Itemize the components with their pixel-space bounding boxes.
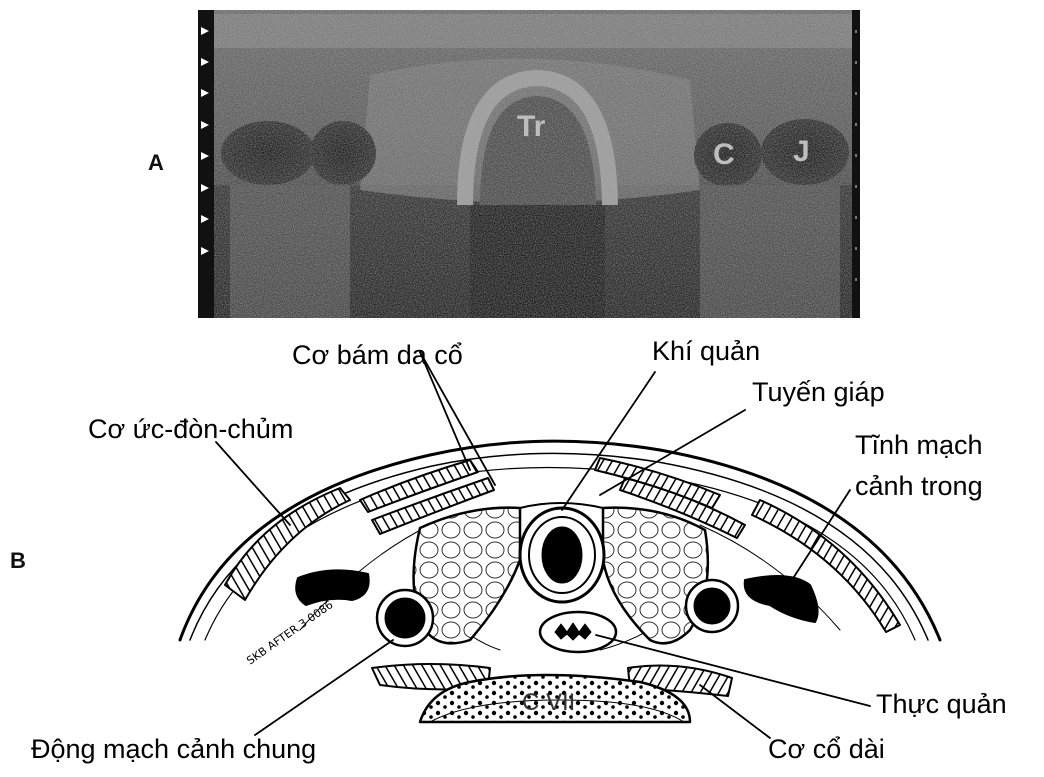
- label-trachea: Khí quản: [652, 337, 760, 367]
- us-label-trachea: Tr: [517, 110, 545, 144]
- us-label-carotid: C: [713, 138, 735, 172]
- leader-scm: [216, 442, 290, 525]
- anatomy-drawing: SKB AFTER 3 0086: [180, 352, 940, 738]
- label-esophagus: Thực quản: [876, 690, 1007, 720]
- label-vertebra: C VII: [522, 690, 575, 716]
- ijv-left: [296, 570, 368, 605]
- label-longus-colli: Cơ cổ dài: [768, 735, 885, 765]
- label-cca: Động mạch cảnh chung: [31, 735, 316, 765]
- ultrasound-image: [198, 10, 860, 318]
- leader-cca: [255, 640, 393, 735]
- ijv-right: [745, 576, 818, 622]
- label-ijv-line1: Tĩnh mạch: [855, 431, 983, 461]
- leader-longus: [700, 685, 770, 738]
- label-strap-muscles: Cơ bám da cổ: [292, 341, 463, 371]
- label-thyroid: Tuyến giáp: [752, 378, 885, 408]
- us-label-jugular: J: [793, 135, 810, 169]
- scm-right: [752, 500, 900, 632]
- label-scm: Cơ ức-đòn-chủm: [88, 415, 293, 445]
- artist-signature: SKB AFTER 3 0086: [244, 598, 335, 667]
- label-ijv-line2: cảnh trong: [855, 472, 983, 502]
